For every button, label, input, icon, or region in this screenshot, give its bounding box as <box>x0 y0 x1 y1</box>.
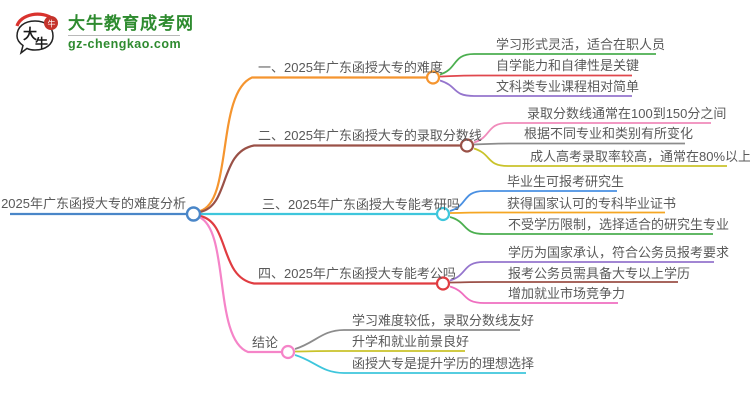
branch-5-child-1-label: 学习难度较低，录取分数线友好 <box>352 313 535 328</box>
branch-3-child-1-label: 毕业生可报考研究生 <box>507 174 625 189</box>
branch-1-child-1-label: 学习形式灵活，适合在职人员 <box>496 37 666 52</box>
branch-3-child-2-label: 获得国家认可的专科毕业证书 <box>507 195 677 211</box>
branch-5-child-3-connector <box>294 354 526 374</box>
branch-3-node-circle <box>435 206 451 222</box>
root-node-label: 2025年广东函授大专的难度分析 <box>1 196 186 211</box>
branch-2-child-1-connector <box>473 122 711 144</box>
branch-3-child-2-connector <box>449 211 665 214</box>
branch-5-label: 结论 <box>252 335 279 350</box>
branch-2-child-2-connector <box>473 142 685 146</box>
branch-2-child-3-connector <box>473 147 727 167</box>
branch-1-node-circle <box>425 70 441 85</box>
branch-3-child-3-label: 不受学历限制，选择适合的研究生专业 <box>508 217 730 232</box>
branch-1-child-2-label: 自学能力和自律性是关键 <box>496 58 640 73</box>
logo-red-seal <box>44 16 58 30</box>
branch-4-child-3-label: 增加就业市场竞争力 <box>508 286 626 301</box>
branch-1-child-3-connector <box>439 79 632 97</box>
branch-1-child-2-connector <box>439 74 632 78</box>
logo-text-block: 大牛教育成考网 gz-chengkao.com <box>68 14 194 52</box>
branch-2-label: 二、2025年广东函授大专的录取分数线 <box>258 128 482 143</box>
logo-speech-bubble <box>16 20 54 55</box>
branch-2-child-3-label: 成人高考录取率较高，通常在80%以上 <box>530 149 750 164</box>
branch-5-connector <box>198 215 281 354</box>
branch-3-child-3-connector <box>449 216 713 235</box>
branch-5-child-1-connector <box>294 329 520 350</box>
branch-3-label: 三、2025年广东函授大专能考研吗 <box>262 196 460 212</box>
logo-divider <box>68 35 180 36</box>
branch-4-connector <box>199 214 436 285</box>
daniu-seal-icon: 大 牛 牛 <box>15 12 58 55</box>
branch-2-node-circle <box>459 138 475 153</box>
branch-5-child-2-label: 升学和就业前景良好 <box>352 334 470 349</box>
branch-1-child-3-label: 文科类专业课程相对简单 <box>496 79 640 94</box>
root-node-circle <box>185 206 202 222</box>
branch-5-node-circle <box>280 344 296 360</box>
branch-1-connector <box>199 76 426 213</box>
branch-2-child-2-label: 根据不同专业和类别有所变化 <box>524 126 694 141</box>
branch-4-child-1-connector <box>449 261 714 282</box>
site-url[interactable]: gz-chengkao.com <box>68 37 182 51</box>
branch-3-child-1-connector <box>449 190 617 212</box>
branch-4-node-circle <box>435 276 451 291</box>
branch-4-child-2-connector <box>449 281 678 284</box>
site-logo[interactable]: 大 牛 牛 大牛教育成考网 gz-chengkao.com <box>12 10 194 56</box>
branch-4-label: 四、2025年广东函授大专能考公吗 <box>258 266 456 281</box>
branch-4-child-3-connector <box>449 285 618 304</box>
branch-4-child-1-label: 学历为国家承认，符合公务员报考要求 <box>508 245 730 260</box>
logo-seal-char: 牛 <box>48 19 56 29</box>
site-name[interactable]: 大牛教育成考网 <box>68 14 194 33</box>
branch-1-child-1-connector <box>439 53 656 76</box>
branch-2-child-1-label: 录取分数线通常在100到150分之间 <box>527 106 727 121</box>
branch-2-connector <box>199 144 460 214</box>
logo-char-niu: 牛 <box>35 36 48 51</box>
branch-1-label: 一、2025年广东函授大专的难度 <box>258 60 443 75</box>
branch-4-child-2-label: 报考公务员需具备大专以上学历 <box>508 265 691 281</box>
logo-char-da: 大 <box>23 26 37 42</box>
branch-5-child-3-label: 函授大专是提升学历的理想选择 <box>352 356 535 371</box>
branch-5-child-2-connector <box>294 350 465 353</box>
